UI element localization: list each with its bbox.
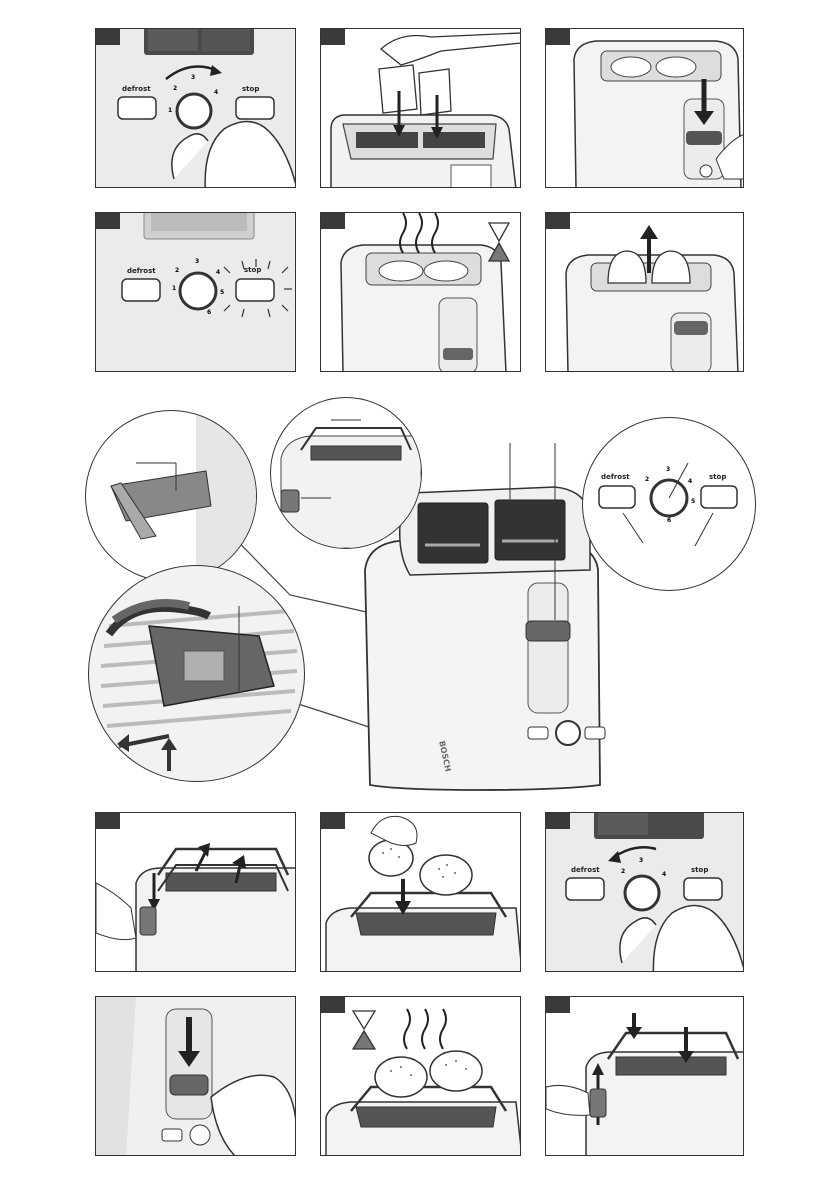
dial-mark-1: 1 [168, 107, 173, 114]
step-number-tab [546, 813, 570, 829]
dial-mark-2: 2 [173, 85, 178, 92]
stop-lights-illustration [121, 213, 292, 318]
browning-dial[interactable] [623, 874, 661, 912]
defrost-button-small[interactable] [527, 726, 549, 740]
stop-label: stop [244, 266, 262, 274]
lever-track [527, 582, 569, 714]
dial-mark-1: 1 [172, 285, 177, 292]
detail-circle-bun-rack [270, 397, 422, 549]
step-panel-toasting [320, 212, 521, 372]
step-number-tab [546, 213, 570, 229]
dial-mark-4: 4 [662, 871, 667, 878]
dial-mark-2: 2 [175, 267, 180, 274]
toasting-illustration [340, 213, 511, 371]
dial-mark-4: 4 [688, 478, 693, 485]
dial-mark-5: 5 [220, 289, 225, 296]
stop-label: stop [691, 866, 709, 874]
detail-circle-rack-underside [88, 565, 305, 782]
place-buns-illustration [325, 815, 520, 971]
step-panel-buns-warming [320, 996, 521, 1156]
step-panel-insert-bread [320, 28, 521, 188]
overview-illustration: defrost stop 3 2 4 5 6 BOSCH [80, 395, 760, 795]
stop-button[interactable] [683, 877, 723, 901]
stop-button[interactable] [700, 485, 738, 509]
dial-mark-4: 4 [216, 269, 221, 276]
step-panel-set-dial: defrost stop 3 2 4 1 [95, 28, 296, 188]
detail-circle-crumb-tray [85, 410, 257, 582]
defrost-button[interactable] [117, 96, 157, 120]
step-number-tab [96, 213, 120, 229]
step-number-tab [546, 997, 570, 1013]
turn-dial-down-illustration [565, 813, 743, 971]
dial-mark-4: 4 [214, 89, 219, 96]
overview-drawing [219, 443, 641, 791]
step-number-tab [321, 29, 345, 45]
attach-rack-illustration [96, 843, 295, 971]
step-number-tab [96, 29, 120, 45]
defrost-label: defrost [127, 267, 156, 275]
dial-mark-2: 2 [621, 868, 626, 875]
defrost-button[interactable] [565, 877, 605, 901]
step-number-tab [321, 213, 345, 229]
browning-dial[interactable] [175, 92, 213, 130]
defrost-button[interactable] [121, 278, 161, 302]
defrost-label: defrost [601, 473, 630, 481]
hourglass-icon [351, 1010, 377, 1050]
dial-mark-6: 6 [207, 309, 212, 316]
step-panel-press-lever-closeup [95, 996, 296, 1156]
toast-lever[interactable] [525, 620, 571, 642]
step-panel-remove-rack [545, 996, 744, 1156]
stop-button-small[interactable] [584, 726, 606, 740]
step-panel-turn-dial-down: defrost stop 3 2 4 [545, 812, 744, 972]
dial-mark-3: 3 [191, 74, 196, 81]
step-number-tab [96, 813, 120, 829]
dial-mark-6: 6 [667, 517, 672, 524]
toast-up-illustration [565, 225, 739, 371]
insert-bread-illustration [330, 32, 520, 187]
defrost-button[interactable] [598, 485, 636, 509]
hourglass-icon [487, 222, 511, 262]
press-lever-closeup-illustration [96, 997, 295, 1155]
stop-label: stop [242, 85, 260, 93]
dial-mark-3: 3 [666, 466, 671, 473]
dial-mark-5: 5 [691, 498, 696, 505]
buns-warming-illustration [325, 1008, 520, 1155]
step-panel-stop-lights: defrost stop 3 2 4 1 5 6 [95, 212, 296, 372]
step-panel-attach-rack [95, 812, 296, 972]
stop-button[interactable] [235, 278, 275, 302]
step-number-tab [546, 29, 570, 45]
browning-dial[interactable] [178, 271, 218, 311]
dial-mark-3: 3 [639, 857, 644, 864]
dial-illustration [117, 29, 295, 187]
defrost-label: defrost [571, 866, 600, 874]
stop-label: stop [709, 473, 727, 481]
step-number-tab [321, 997, 345, 1013]
stop-button[interactable] [235, 96, 275, 120]
detail-circle-controls: defrost stop 3 2 4 5 6 [582, 417, 756, 591]
dial-mark-2: 2 [645, 476, 650, 483]
dial-mark-3: 3 [195, 258, 200, 265]
dial-small[interactable] [555, 720, 581, 746]
defrost-label: defrost [122, 85, 151, 93]
step-panel-press-lever [545, 28, 744, 188]
step-panel-place-buns [320, 812, 521, 972]
step-panel-toast-pops-up [545, 212, 744, 372]
press-lever-illustration [573, 40, 743, 187]
remove-rack-illustration [546, 1013, 743, 1155]
step-number-tab [321, 813, 345, 829]
